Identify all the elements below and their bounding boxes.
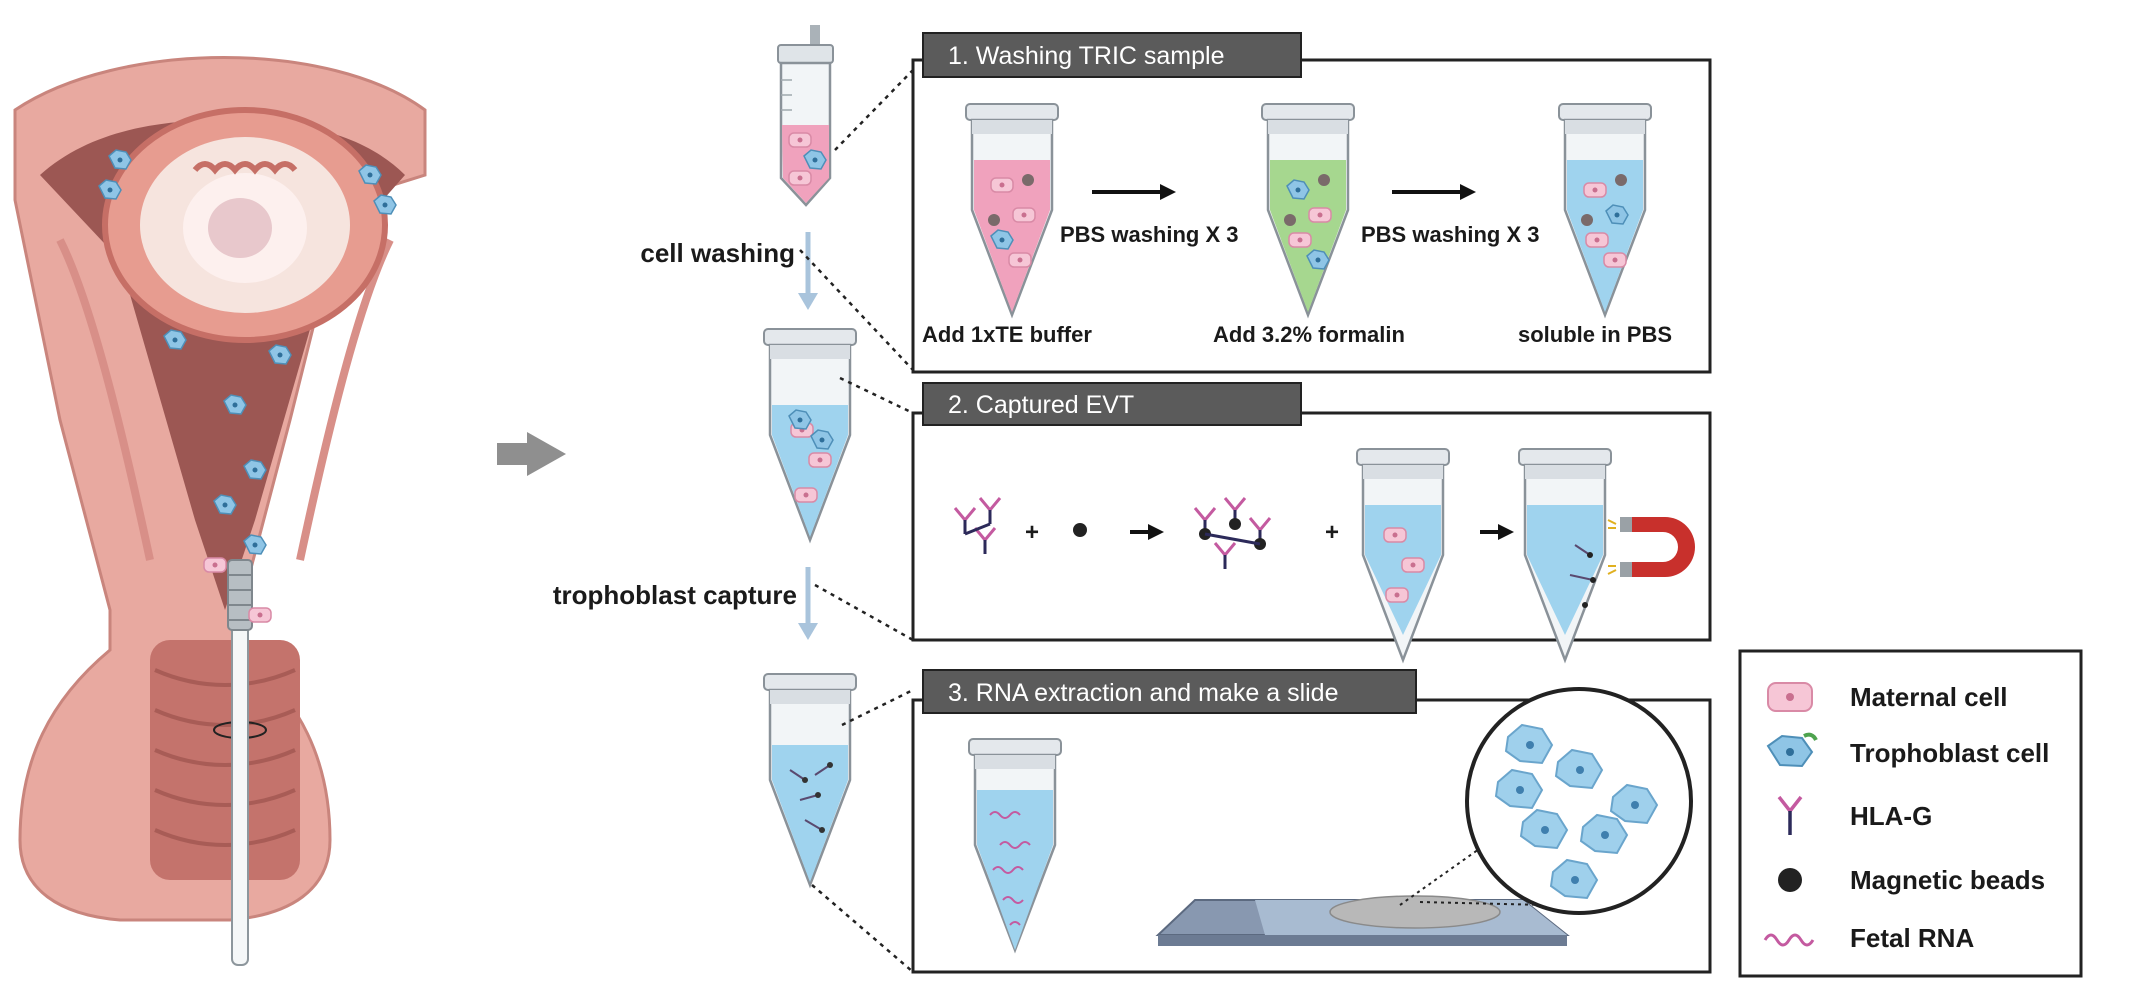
hla-g-antibody-cluster [953,496,1002,556]
legend: Maternal cell Trophoblast cell HLA-G Mag… [1738,649,2083,978]
falcon-tube [777,25,834,207]
plus-sign-1: + [1025,519,1039,546]
maternal-cell-icon [1767,682,1813,712]
tube-magnet [1517,447,1613,662]
step-label-te: Add 1xTE buffer [922,322,1092,347]
magnet-icon [1607,517,1695,577]
plus-sign-2: + [1325,519,1339,546]
legend-label-hla: HLA-G [1850,801,1932,831]
tube-sample [1355,447,1451,662]
bead-antibody-complex [1193,496,1272,571]
capture-arrow-1 [1130,524,1164,540]
legend-label-beads: Magnetic beads [1850,865,2045,895]
wash-arrow-2 [1392,184,1476,200]
panel-2-header: 2. Captured EVT [948,391,1134,419]
panel-1-header: 1. Washing TRIC sample [948,42,1225,70]
tube-formalin [1260,102,1356,317]
uterus-illustration [13,56,427,966]
legend-label-rna: Fetal RNA [1850,923,1974,953]
fetal-rna-icon [1763,933,1815,947]
magnetic-bead [1073,523,1087,537]
down-arrow-1 [798,232,818,310]
tube-pbs [1557,102,1653,317]
capture-arrow-2 [1480,524,1514,540]
down-arrow-2 [798,567,818,640]
wash-step-label-2: PBS washing X 3 [1361,222,1540,247]
process-arrow [497,432,566,476]
wash-arrow-1 [1092,184,1176,200]
panel-washing: 1. Washing TRIC sample [911,32,1712,374]
panel-captured: 2. Captured EVT + + [911,382,1712,662]
wash-step-label-1: PBS washing X 3 [1060,222,1239,247]
middle-tube-washed [762,327,858,542]
hla-g-icon [1777,795,1803,835]
tube-te-buffer [964,102,1060,317]
dotted-connectors [799,69,914,973]
panel-rna-extraction: 3. RNA extraction and make a slide [911,669,1712,974]
step-label-pbs: soluble in PBS [1518,322,1672,347]
magnified-view [1465,687,1693,915]
tube-rna [967,737,1063,952]
microscope-slide [1155,895,1570,946]
cell-washing-label: cell washing [640,238,795,268]
magnetic-bead-icon [1778,868,1802,892]
legend-label-trophoblast: Trophoblast cell [1850,738,2049,768]
trophoblast-capture-label: trophoblast capture [553,580,797,610]
trophoblast-cell-icon [1766,732,1818,768]
step-label-formalin: Add 3.2% formalin [1213,322,1405,347]
panel-3-header: 3. RNA extraction and make a slide [948,679,1338,707]
bottom-tube-captured [762,672,858,887]
legend-label-maternal: Maternal cell [1850,682,2008,712]
